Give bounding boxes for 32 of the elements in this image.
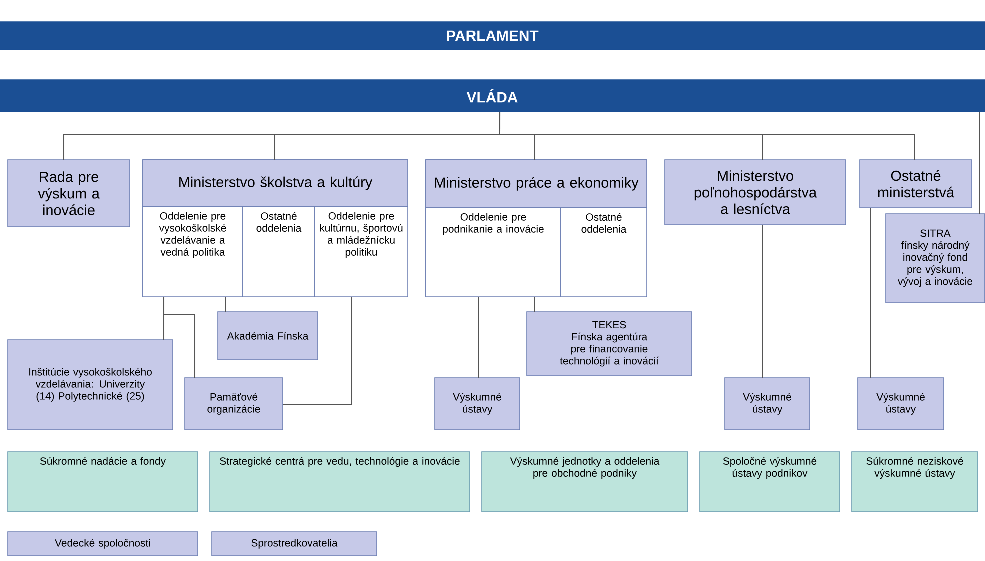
connector-line [500, 112, 916, 160]
connector-line [870, 208, 872, 378]
organization-box: Spoločné výskumné ústavy podnikov [700, 452, 840, 512]
organization-box: Strategické centrá pre vedu, technológie a inovácie [210, 452, 470, 512]
organization-box: Pamäťové organizácie [184, 378, 284, 430]
organization-box: Súkromné nadácie a fondy [8, 452, 198, 512]
department-cell: Oddelenie pre podnikanie a inovácie [426, 208, 562, 298]
institute-box: Výskumné ústavy [434, 378, 520, 430]
connector-line [478, 296, 480, 378]
connector-line [282, 296, 352, 406]
department-cell: Ostatné oddelenia [242, 206, 316, 298]
department-cell: Ostatné oddelenia [560, 208, 648, 298]
organization-box: Inštitúcie vysokoškolského vzdelávania: Univerzity (14) Polytechnické (25) [8, 340, 174, 430]
agency-box: TEKES Fínska agentúra pre financovanie technológií a inovácií [526, 312, 692, 376]
title-bar: PARLAMENT [0, 22, 985, 50]
organization-box: Súkromné neziskové výskumné ústavy [852, 452, 978, 512]
fund-box: SITRA fínsky národný inovačný fond pre výskum, vývoj a inovácie [886, 214, 985, 304]
organization-box: Vedecké spoločnosti [8, 532, 198, 556]
council-box: Rada pre výskum a inovácie [8, 160, 130, 228]
organization-box: Akadémia Fínska [218, 312, 318, 360]
title-bar: VLÁDA [0, 80, 985, 112]
organization-box: Výskumné jednotky a oddelenia pre obchodné podniky [482, 452, 688, 512]
organization-box: Sprostredkovatelia [212, 532, 378, 556]
department-cell: Oddelenie pre vysokoškolské vzdelávanie a vedná politika [142, 206, 244, 298]
connector-line [534, 296, 536, 312]
ministry-box: Ministerstvo poľnohospodárstva a lesníctva [664, 160, 846, 226]
connector-line [164, 296, 196, 378]
ministry-box: Ostatné ministerstvá [860, 160, 972, 208]
department-cell: Oddelenie pre kultúrnu, športovú a mládežnícku politiku [314, 206, 408, 298]
connector-line [762, 224, 764, 378]
institute-box: Výskumné ústavy [724, 378, 810, 430]
institute-box: Výskumné ústavy [858, 378, 944, 430]
